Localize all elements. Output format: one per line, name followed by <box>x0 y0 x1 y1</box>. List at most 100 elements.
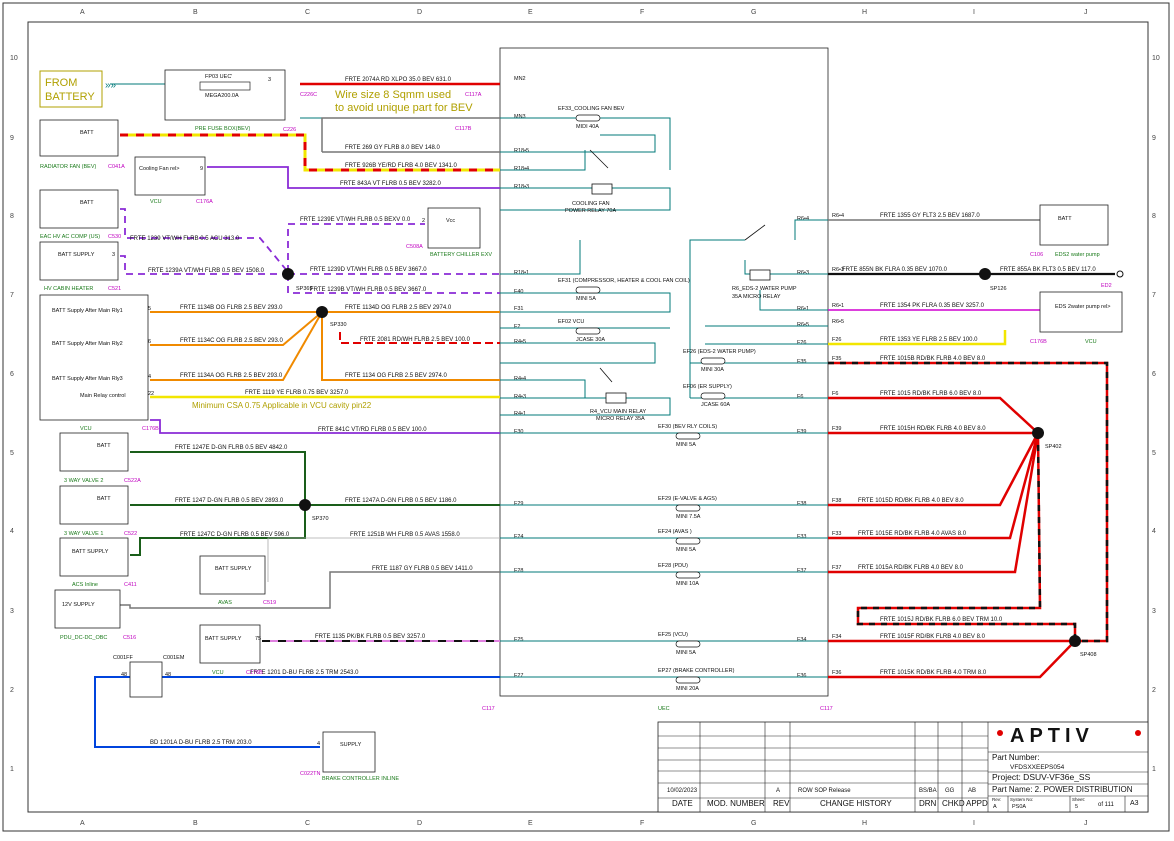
fuse-icon <box>675 676 701 684</box>
wire-1239a <box>120 255 288 275</box>
vcu-main-row3: BATT Supply After Main Rly3 <box>52 376 123 382</box>
brake-body <box>322 731 376 773</box>
eds2-pump-conn: C106 <box>1030 252 1043 258</box>
uec-fuse: EP27 (BRAKE CONTROLLER)MINI 20A <box>658 668 735 692</box>
grid-col-bottom: B <box>193 820 198 827</box>
splice-sp126 <box>979 268 991 280</box>
grid-row-right: 6 <box>1152 371 1156 378</box>
wire-label-1015j: FRTE 1015J RD/BK FLRB 6.0 BEV TRM 10.0 <box>880 617 1003 623</box>
radiator-fan-conn: C041A <box>108 164 125 170</box>
wire-label-1239e: FRTE 1239E VT/WH FLRB 0.5 BEXV 0.0 <box>300 217 411 223</box>
grid-col-bottom: E <box>528 820 533 827</box>
uec-pin-right-ext: F38 <box>832 498 841 504</box>
fuse-rating: MINI 5A <box>576 296 596 302</box>
grid-col-top: I <box>973 9 975 16</box>
wire-label-1015h: FRTE 1015H RD/BK FLRB 4.0 BEV 8.0 <box>880 426 986 432</box>
battery-chiller: Vcc 2 BATTERY CHILLER EXV C508A <box>406 207 492 258</box>
row-chkd: GG <box>945 788 955 794</box>
grid-row-right: 1 <box>1152 766 1156 773</box>
row-rev: A <box>776 788 780 794</box>
vcu-cooling-conn: C176A <box>196 199 213 205</box>
uec-pin-left: R4•5 <box>514 339 526 345</box>
grid-col-top: E <box>528 9 533 16</box>
vcu-main-body <box>39 294 149 421</box>
logo-dot-right-icon <box>1135 730 1141 736</box>
conn-c117-left: C117 <box>482 706 495 712</box>
vcu-f25-label: VCU <box>212 670 224 676</box>
grid-col-bottom: D <box>417 820 422 827</box>
uec-pin-right: F34 <box>797 637 806 643</box>
row-change: ROW SOP Release <box>798 788 851 794</box>
c001-left: C001FF <box>113 655 134 661</box>
uec-pin-right-ext: F36 <box>832 670 841 676</box>
vcu-main-conn: C176B <box>142 426 159 432</box>
splice-label-sp402: SP402 <box>1045 444 1062 450</box>
acs-inline: BATT SUPPLY ACS Inline C411 <box>59 537 137 588</box>
radiator-fan-name: BATT <box>80 130 94 136</box>
acs-conn: C411 <box>124 582 137 588</box>
fuse-name: EF06 (ER SUPPLY) <box>683 384 732 390</box>
fuse-rating: MIDI 40A <box>576 124 599 130</box>
hdr-chkd: CHKD <box>942 799 965 808</box>
eds2-pump-body <box>1039 204 1109 246</box>
hv-heater-label: HV CABIN HEATER <box>44 286 93 292</box>
grid-row-right: 5 <box>1152 450 1156 457</box>
vcu-main-pin5: 5 <box>148 306 151 312</box>
vcu-main-row1: BATT Supply After Main Rly1 <box>52 308 123 314</box>
valve2-name: BATT <box>97 443 111 449</box>
wire-label-1187: FRTE 1187 GY FLRB 0.5 BEV 1411.0 <box>372 566 473 572</box>
wire-1239b <box>287 274 500 294</box>
title-block-grid <box>658 722 1148 812</box>
relay-contact-icon-2 <box>599 367 613 383</box>
uec-fuse-box <box>499 47 829 697</box>
mega-fuse-icon <box>199 81 251 91</box>
wire-label-1239d: FRTE 1239D VT/WH FLRB 0.5 BEV 3667.0 <box>310 267 427 273</box>
hdr-date: DATE <box>672 799 693 808</box>
grid-row-right: 10 <box>1152 55 1160 62</box>
grid-row-right: 7 <box>1152 292 1156 299</box>
wire-1247e <box>130 451 306 505</box>
grid-col-top: D <box>417 9 422 16</box>
fuse-name: EF28 (PDU) <box>658 563 688 569</box>
vcu-main-row4: Main Relay control <box>80 393 126 399</box>
avas-body <box>199 555 266 595</box>
c001-pin-right: 48 <box>165 672 171 678</box>
wire-1187 <box>120 571 500 609</box>
wire-label-1247: FRTE 1247 D-GN FLRB 0.5 BEV 2893.0 <box>175 498 284 504</box>
fuse-icon <box>575 327 601 335</box>
wire-label-269: FRTE 269 GY FLRB 8.0 BEV 148.0 <box>345 145 440 151</box>
hv-heater-pin: 3 <box>112 252 115 258</box>
uec-fuse: EF30 (BEV RLY COILS)MINI 5A <box>658 424 717 448</box>
wire-label-1119: FRTE 1119 YE FLRB 0.75 BEV 3257.0 <box>245 390 349 396</box>
wire-1251b <box>267 537 500 582</box>
uec-pin-left: F30 <box>514 429 523 435</box>
fuse-name: EF29 (E-VALVE & AGS) <box>658 496 717 502</box>
wire-label-926b: FRTE 926B YE/RD FLRB 4.0 BEV 1341.0 <box>345 163 457 169</box>
brake-controller: SUPPLY 4 BRAKE CONTROLLER INLINE C022TN <box>300 731 399 782</box>
wire-1134 <box>321 312 500 381</box>
uec-pin-left: R4•3 <box>514 394 526 400</box>
uec-pin-left: R4•1 <box>514 411 526 417</box>
three-way-valve-1: BATT 3 WAY VALVE 1 C522 <box>59 485 137 537</box>
splice-sp330 <box>316 306 328 318</box>
wire-label-1355: FRTE 1355 GY FLT3 2.5 BEV 1687.0 <box>880 213 980 219</box>
relay-vcu-sub: MICRO RELAY 35A <box>596 416 645 422</box>
inner-frame <box>27 21 1149 813</box>
uec-pin-right: F35 <box>797 359 806 365</box>
from-battery-line2: BATTERY <box>45 91 95 103</box>
vcu-cooling-body <box>134 156 206 196</box>
uec-pin-left: R18•3 <box>514 184 529 190</box>
fuse-icon <box>700 357 726 365</box>
vcu-main-relay: BATT Supply After Main Rly1 BATT Supply … <box>39 294 159 432</box>
from-battery-line1: FROM <box>45 77 77 89</box>
wire-1015 <box>828 396 1039 434</box>
fuse-rating: JCASE 30A <box>576 337 605 343</box>
avas: BATT SUPPLY AVAS C519 <box>199 555 276 606</box>
hv-heater-name: BATT SUPPLY <box>58 252 95 258</box>
wire-1015k <box>828 640 1076 679</box>
wire-1015a <box>828 432 1040 574</box>
chiller-conn: C508A <box>406 244 423 250</box>
wire-2081 <box>339 332 500 344</box>
acs-label: ACS Inline <box>72 582 98 588</box>
